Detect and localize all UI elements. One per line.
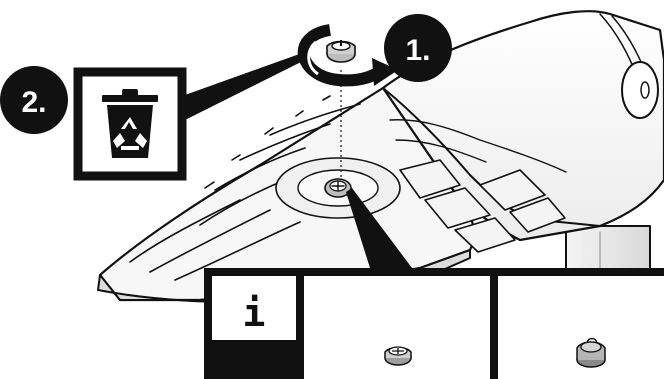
device-end-cap xyxy=(622,62,658,118)
cap-variant-flat xyxy=(385,347,411,365)
filter-cap-removed xyxy=(327,40,355,62)
step-1-badge: 1. xyxy=(384,14,452,82)
info-icon: i xyxy=(243,291,266,335)
step-2-badge: 2. xyxy=(0,66,68,134)
trash-recycle-box xyxy=(78,72,182,176)
step-2-label: 2. xyxy=(21,86,46,119)
callout-to-trash xyxy=(185,52,305,120)
step-1-label: 1. xyxy=(405,34,430,67)
info-panel: i xyxy=(204,268,664,379)
